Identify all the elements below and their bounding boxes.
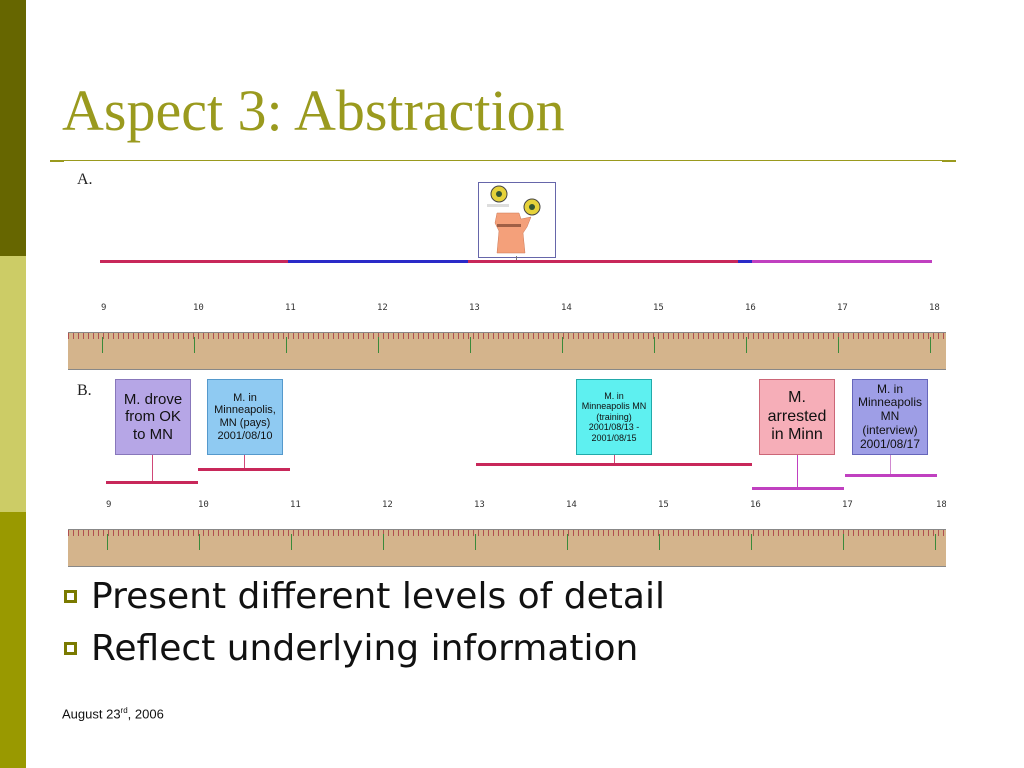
square-bullet-icon [64, 590, 77, 603]
tick-label: 14 [566, 500, 577, 510]
event-bar [106, 481, 198, 484]
tick-label: 10 [193, 303, 204, 313]
timeline-segment [288, 260, 468, 263]
tick-label: 14 [561, 303, 572, 313]
ruler-major-tick [470, 337, 471, 353]
tick-label: 17 [837, 303, 848, 313]
ruler-major-tick [383, 534, 384, 550]
ruler-major-tick [746, 337, 747, 353]
minnesota-map-icon[interactable] [478, 182, 556, 258]
bullet-item: Reflect underlying information [64, 628, 638, 669]
timeline-ruler-b[interactable] [68, 529, 946, 567]
event-card-text: M. in Minneapolis MN (interview) 2001/08… [857, 381, 923, 451]
ruler-major-tick [751, 534, 752, 550]
ruler-major-tick [107, 534, 108, 550]
square-bullet-icon [64, 642, 77, 655]
event-bar [845, 474, 937, 477]
panel-b-label: B. [77, 382, 92, 399]
ruler-major-tick [475, 534, 476, 550]
ruler-major-tick [378, 337, 379, 353]
timeline-ruler-a[interactable] [68, 332, 946, 370]
ruler-minor-ticks [68, 333, 946, 339]
timeline-segment [100, 260, 190, 263]
ruler-major-tick [194, 337, 195, 353]
tick-label: 15 [653, 303, 664, 313]
event-card[interactable]: M. in Minneapolis MN (training) 2001/08/… [576, 379, 652, 455]
tick-label: 13 [474, 500, 485, 510]
event-stem [797, 455, 798, 488]
title-rule [50, 160, 956, 162]
ruler-major-tick [935, 534, 936, 550]
tick-label-clip: 18 [936, 500, 946, 510]
event-card[interactable]: M. drove from OK to MN [115, 379, 191, 455]
event-card-text: M. drove from OK to MN [123, 391, 183, 443]
timeline-segment [190, 260, 288, 263]
tick-label: 12 [377, 303, 388, 313]
slide-title: Aspect 3: Abstraction [62, 78, 565, 143]
tick-label: 9 [101, 303, 107, 313]
tick-label: 12 [382, 500, 393, 510]
tick-label: 15 [658, 500, 669, 510]
tick-label: 9 [106, 500, 112, 510]
tick-label: 10 [198, 500, 209, 510]
event-bar [198, 468, 290, 471]
tick-label: 16 [750, 500, 761, 510]
event-card[interactable]: M. arrested in Minn [759, 379, 835, 455]
ruler-major-tick [562, 337, 563, 353]
footer-date-prefix: August 23 [62, 706, 121, 722]
tick-label: 18 [936, 500, 946, 510]
event-card[interactable]: M. in Minneapolis MN (interview) 2001/08… [852, 379, 928, 455]
event-card-text: M. in Minneapolis, MN (pays) 2001/08/10 [214, 391, 276, 442]
ruler-minor-ticks [68, 530, 946, 536]
bullet-text: Present different levels of detail [91, 576, 665, 617]
event-card[interactable]: M. in Minneapolis, MN (pays) 2001/08/10 [207, 379, 283, 455]
ruler-major-tick [843, 534, 844, 550]
timeline-segment [738, 260, 752, 263]
bullet-text: Reflect underlying information [91, 628, 639, 669]
tick-label: 11 [285, 303, 296, 313]
tick-label: 13 [469, 303, 480, 313]
ruler-major-tick [286, 337, 287, 353]
event-bar [476, 463, 752, 466]
event-stem [152, 455, 153, 483]
timeline-segment [752, 260, 932, 263]
side-bar-bottom [0, 512, 26, 768]
ruler-major-tick [567, 534, 568, 550]
ruler-major-tick [838, 337, 839, 353]
ruler-major-tick [199, 534, 200, 550]
event-card-text: M. arrested in Minn [767, 389, 827, 444]
ruler-major-tick [654, 337, 655, 353]
event-stem [614, 455, 615, 464]
tick-label: 16 [745, 303, 756, 313]
side-bar-middle [0, 256, 26, 512]
tick-label: 18 [929, 303, 940, 313]
side-bar-top [0, 0, 26, 256]
panel-a-label: A. [77, 171, 93, 188]
map-graphic [487, 185, 541, 254]
timeline-segment [468, 260, 738, 263]
footer-date-rest: , 2006 [127, 706, 164, 722]
footer-date-suffix: rd [120, 706, 128, 715]
tick-label: 11 [290, 500, 301, 510]
ruler-major-tick [291, 534, 292, 550]
event-card-text: M. in Minneapolis MN (training) 2001/08/… [581, 391, 647, 443]
footer-date: August 23rd, 2006 [62, 706, 164, 721]
tick-label: 17 [842, 500, 853, 510]
ruler-major-tick [102, 337, 103, 353]
event-stem [244, 455, 245, 469]
ruler-major-tick [930, 337, 931, 353]
bullet-item: Present different levels of detail [64, 576, 665, 617]
event-stem [890, 455, 891, 475]
ruler-major-tick [659, 534, 660, 550]
event-bar [752, 487, 844, 490]
map-connector [516, 256, 517, 262]
